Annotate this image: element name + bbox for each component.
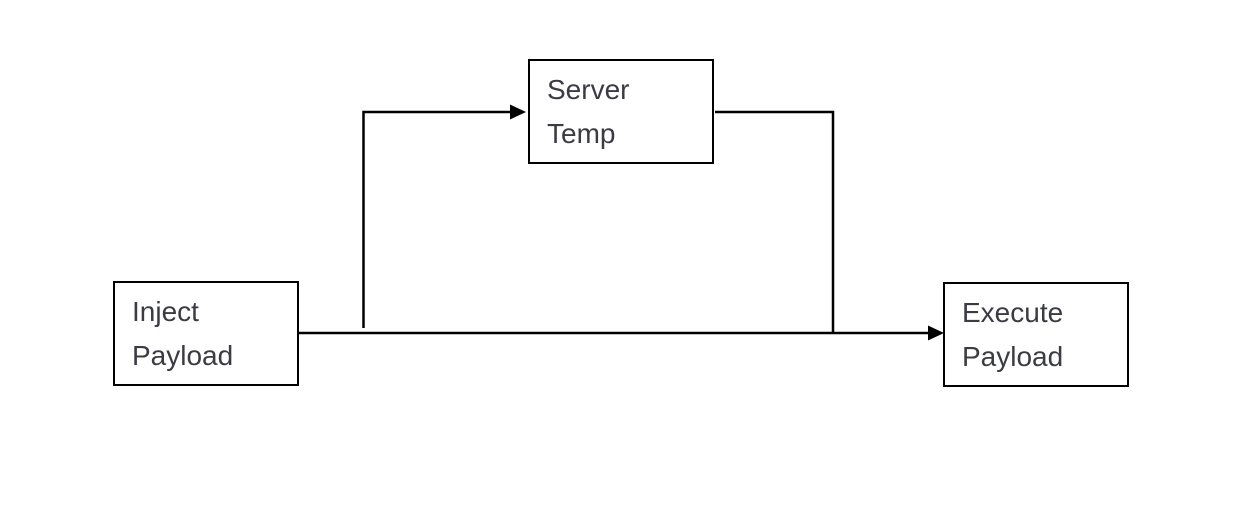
arrowhead-execute [928, 325, 944, 341]
edge-inject-to-execute [299, 325, 944, 341]
node-label-line: Temp [547, 117, 616, 149]
node-label-line: Execute [962, 296, 1064, 328]
arrowhead-server [510, 104, 526, 120]
node-server-temp: Server Temp [528, 59, 714, 164]
node-label-line: Payload [132, 339, 234, 371]
edge-server-to-execute [715, 110, 835, 333]
node-label-line: Payload [962, 340, 1064, 372]
node-label-line: Server [547, 73, 630, 105]
node-execute-payload: Execute Payload [943, 282, 1129, 387]
node-inject-payload: Inject Payload [113, 281, 299, 386]
node-label-line: Inject [132, 295, 199, 327]
edge-inject-to-server [362, 104, 526, 328]
